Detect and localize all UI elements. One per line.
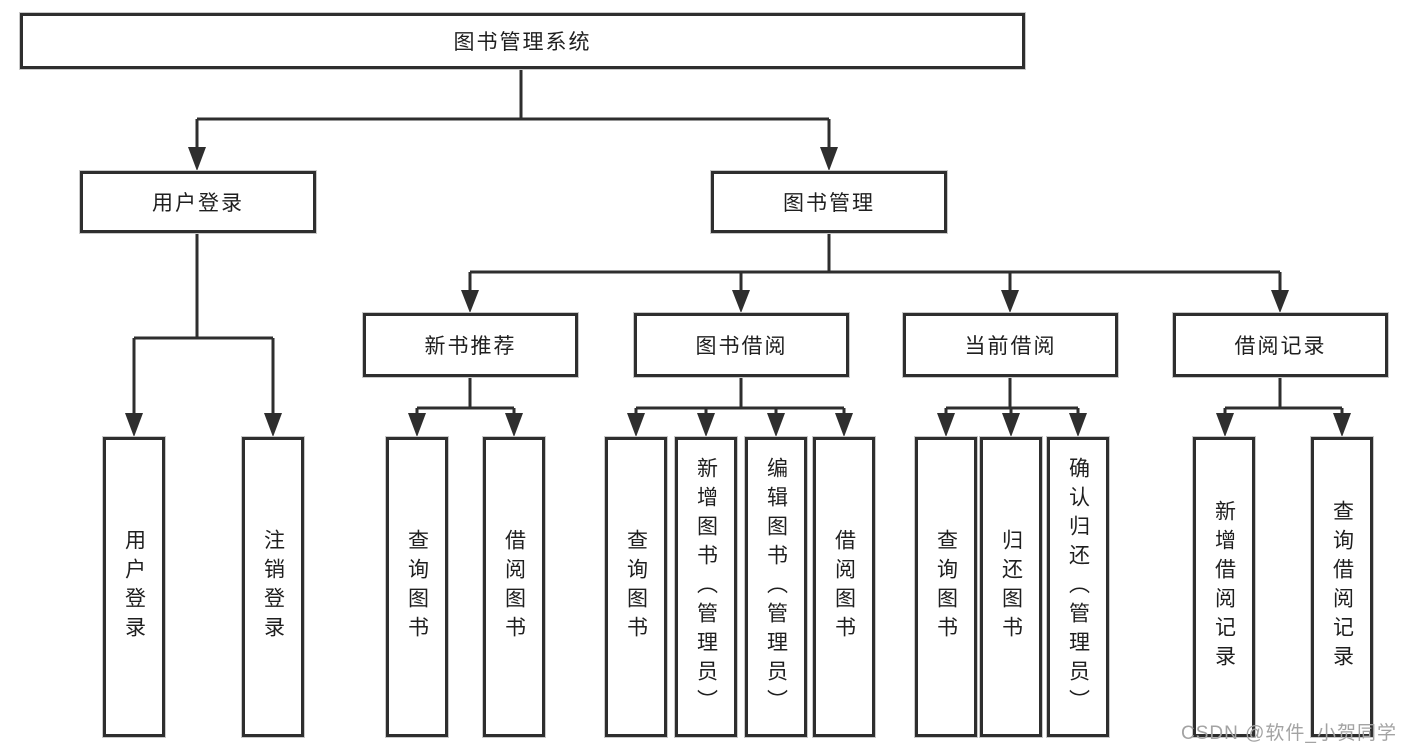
leaf-label: 查询图书: [405, 529, 429, 645]
connector-root-to-level2: [188, 68, 838, 171]
arrowhead: [627, 413, 645, 437]
leaf-add-book-admin: 新增图书（管理员）: [675, 437, 737, 737]
leaf-query-book: 查询图书: [386, 437, 448, 737]
leaf-query-book: 查询图书: [605, 437, 667, 737]
arrowhead: [1002, 413, 1020, 437]
node-label: 借阅记录: [1234, 335, 1327, 358]
connector-borrowrecords-to-leaves: [1216, 377, 1351, 437]
leaf-logout: 注销登录: [242, 437, 304, 737]
arrowhead: [1216, 413, 1234, 437]
leaf-label: 用户登录: [122, 529, 146, 645]
connector-userlogin-to-leaves: [125, 233, 282, 437]
leaf-label: 查询借阅记录: [1330, 500, 1354, 674]
arrowhead: [1333, 413, 1351, 437]
arrowhead: [1001, 290, 1019, 313]
leaf-borrow-book: 借阅图书: [483, 437, 545, 737]
node-label: 用户登录: [152, 192, 244, 215]
connector-bookmgmt-to-level3: [461, 233, 1289, 313]
arrowhead: [732, 290, 750, 313]
leaf-label: 新增借阅记录: [1212, 500, 1236, 674]
node-label: 当前借阅: [964, 335, 1057, 358]
arrowhead: [1069, 413, 1087, 437]
arrowhead: [461, 290, 479, 313]
arrowhead: [1271, 290, 1289, 313]
leaf-confirm-return-admin: 确认归还（管理员）: [1047, 437, 1109, 737]
connector-bookborrow-to-leaves: [627, 377, 853, 437]
leaf-query-borrow-record: 查询借阅记录: [1311, 437, 1373, 737]
leaf-add-borrow-record: 新增借阅记录: [1193, 437, 1255, 737]
leaf-label: 查询图书: [624, 529, 648, 645]
arrowhead: [125, 413, 143, 437]
leaf-label: 新增图书（管理员）: [694, 456, 718, 718]
node-borrow-records: 借阅记录: [1173, 313, 1388, 377]
leaf-label: 借阅图书: [832, 529, 856, 645]
arrowhead: [767, 413, 785, 437]
arrowhead: [835, 413, 853, 437]
node-label: 图书管理系统: [453, 31, 592, 54]
node-book-management: 图书管理: [711, 171, 947, 233]
leaf-label: 查询图书: [934, 529, 958, 645]
node-user-login: 用户登录: [80, 171, 316, 233]
node-book-borrow: 图书借阅: [634, 313, 849, 377]
arrowhead: [408, 413, 426, 437]
arrowhead: [937, 413, 955, 437]
leaf-query-book: 查询图书: [915, 437, 977, 737]
arrowhead: [505, 413, 523, 437]
arrowhead: [820, 147, 838, 171]
leaf-return-book: 归还图书: [980, 437, 1042, 737]
csdn-watermark: CSDN @软件_小贺同学: [1181, 723, 1397, 744]
node-label: 图书管理: [783, 192, 875, 215]
arrowhead: [264, 413, 282, 437]
leaf-label: 注销登录: [261, 529, 285, 645]
arrowhead: [697, 413, 715, 437]
leaf-user-login: 用户登录: [103, 437, 165, 737]
node-new-book-recommend: 新书推荐: [363, 313, 578, 377]
leaf-label: 编辑图书（管理员）: [764, 456, 788, 718]
leaf-label: 借阅图书: [502, 529, 526, 645]
connector-newbook-to-leaves: [408, 377, 523, 437]
node-current-borrow: 当前借阅: [903, 313, 1118, 377]
arrowhead: [188, 147, 206, 171]
leaf-label: 确认归还（管理员）: [1066, 456, 1090, 718]
connector-currentborrow-to-leaves: [937, 377, 1087, 437]
node-label: 新书推荐: [424, 335, 517, 358]
node-label: 图书借阅: [695, 335, 788, 358]
leaf-edit-book-admin: 编辑图书（管理员）: [745, 437, 807, 737]
leaf-borrow-book: 借阅图书: [813, 437, 875, 737]
node-root-library-system: 图书管理系统: [20, 13, 1025, 69]
leaf-label: 归还图书: [999, 529, 1023, 645]
